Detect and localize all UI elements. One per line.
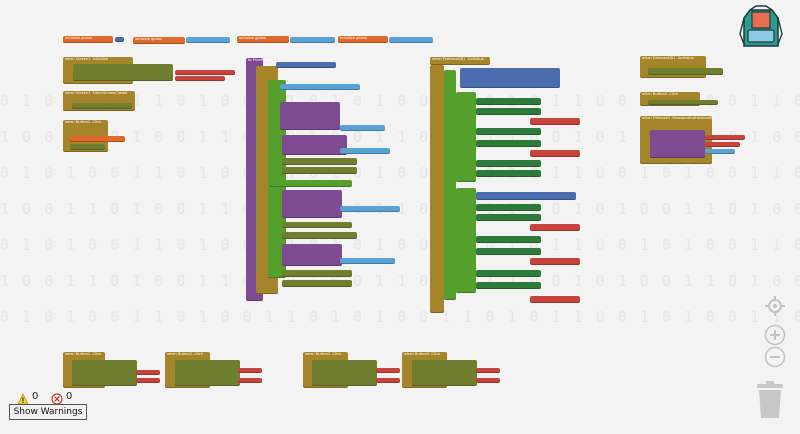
select-list-item-block[interactable] [340,125,385,131]
component-call-block[interactable] [476,282,541,289]
component-call-block[interactable] [476,236,541,243]
component-call-block[interactable] [476,270,541,277]
call-method-block[interactable] [648,100,718,105]
text-string-block[interactable] [705,142,740,147]
minus-icon [764,346,786,368]
trash-can[interactable] [756,380,784,420]
zoom-out-button[interactable] [764,346,786,368]
boolean-value-block[interactable] [115,37,124,42]
global-variable-block[interactable]: initialize global [133,37,185,44]
global-variable-block[interactable]: initialize global [63,36,113,43]
text-string-block[interactable] [376,378,400,383]
text-string-block[interactable] [705,135,745,140]
set-property-block[interactable] [282,232,357,239]
call-method-block[interactable] [175,360,240,386]
text-string-block[interactable] [476,368,500,373]
show-warnings-button[interactable]: Show Warnings [9,404,87,420]
zoom-in-button[interactable] [764,324,786,346]
set-property-block[interactable] [282,280,352,287]
call-method-block[interactable] [312,360,377,386]
text-join-block[interactable] [530,258,580,265]
text-string-block[interactable] [136,370,160,375]
global-variable-block[interactable]: initialize global [237,36,289,43]
workspace-watermark: 0 1 0 1 0 0 1 1 0 1 0 0 1 1 0 1 0 1 0 0 … [0,308,800,326]
text-string-block[interactable] [238,378,262,383]
workspace-watermark: 1 0 0 1 1 0 1 0 0 1 1 0 1 0 1 0 0 1 1 0 … [0,128,800,146]
list-item-block[interactable] [705,149,735,154]
workspace-watermark: 0 1 0 1 0 0 1 1 0 1 0 0 1 1 0 1 0 1 0 0 … [0,164,800,182]
list-length-block[interactable] [280,84,360,90]
error-icon [51,392,63,405]
call-procedure-block[interactable] [650,130,705,158]
component-call-block[interactable] [476,170,541,177]
text-join-block[interactable] [530,224,580,231]
component-call-block[interactable] [476,160,541,167]
set-property-block[interactable] [282,167,357,174]
text-string-block[interactable] [376,368,400,373]
component-call-block[interactable] [476,248,541,255]
select-list-item-block[interactable] [340,258,395,264]
set-property-block[interactable] [282,270,352,277]
call-method-block[interactable] [73,64,173,81]
workspace-watermark: 0 1 0 1 0 0 1 1 0 1 0 0 1 1 0 1 0 1 0 0 … [0,92,800,110]
warning-count: 0 [32,391,39,402]
component-call-block[interactable] [476,108,541,115]
text-join-block[interactable] [530,150,580,157]
component-call-block[interactable] [476,128,541,135]
text-string-block[interactable] [476,378,500,383]
workspace-watermark: 1 0 0 1 1 0 1 0 0 1 1 0 1 0 1 0 0 1 1 0 … [0,200,800,218]
recenter-button[interactable] [765,296,785,316]
component-call-block[interactable] [476,98,541,105]
call-method-block[interactable] [70,144,105,150]
workspace-watermark: 0 1 0 1 0 0 1 1 0 1 0 0 1 1 0 1 0 1 0 0 … [0,236,800,254]
create-empty-list-block[interactable] [290,37,335,43]
workspace-watermark: 1 0 0 1 1 0 1 0 0 1 1 0 1 0 1 0 0 1 1 0 … [0,272,800,290]
text-string-block[interactable] [136,378,160,383]
backpack[interactable] [736,4,786,52]
select-list-item-block[interactable] [340,148,390,154]
logic-compare-block[interactable] [276,62,336,68]
call-procedure-block[interactable] [280,102,340,130]
call-method-block[interactable] [72,360,137,386]
set-global-block[interactable] [70,136,125,142]
component-call-block[interactable] [476,204,541,211]
trash-icon [757,381,783,418]
control-if-block[interactable] [456,92,476,182]
text-join-block[interactable] [530,118,580,125]
control-if-block[interactable] [456,188,476,293]
text-string-block[interactable] [175,76,225,81]
call-procedure-block[interactable] [282,135,347,155]
text-join-block[interactable] [530,296,580,303]
call-method-block[interactable] [412,360,477,386]
logic-compare-block[interactable] [460,68,560,88]
set-property-block[interactable] [282,222,352,228]
error-count: 0 [66,391,73,402]
create-empty-list-block[interactable] [186,37,230,43]
call-procedure-block[interactable] [282,244,342,266]
firebase-gotvalue-event-block[interactable]: when FirebaseDB1 .GotValue [430,57,490,65]
select-list-item-block[interactable] [340,206,400,212]
warning-icon [17,392,29,405]
logic-compare-block[interactable] [476,192,576,200]
call-procedure-block[interactable] [282,190,342,218]
backpack-icon [739,5,783,47]
control-if-block[interactable] [270,180,352,187]
crosshair-icon [765,296,785,316]
text-string-block[interactable] [175,70,235,75]
control-if-block[interactable] [444,70,456,300]
create-empty-list-block[interactable] [389,37,433,43]
warning-indicator: 0 0 Show Warnings [9,391,129,429]
component-call-block[interactable] [476,140,541,147]
event-body-block[interactable] [430,65,444,313]
component-call-block[interactable] [476,214,541,221]
set-property-block[interactable] [282,158,357,165]
text-string-block[interactable] [238,368,262,373]
call-method-block[interactable] [648,68,723,75]
plus-icon [764,324,786,346]
global-variable-block[interactable]: initialize global [338,36,388,43]
call-method-block[interactable] [72,103,132,109]
